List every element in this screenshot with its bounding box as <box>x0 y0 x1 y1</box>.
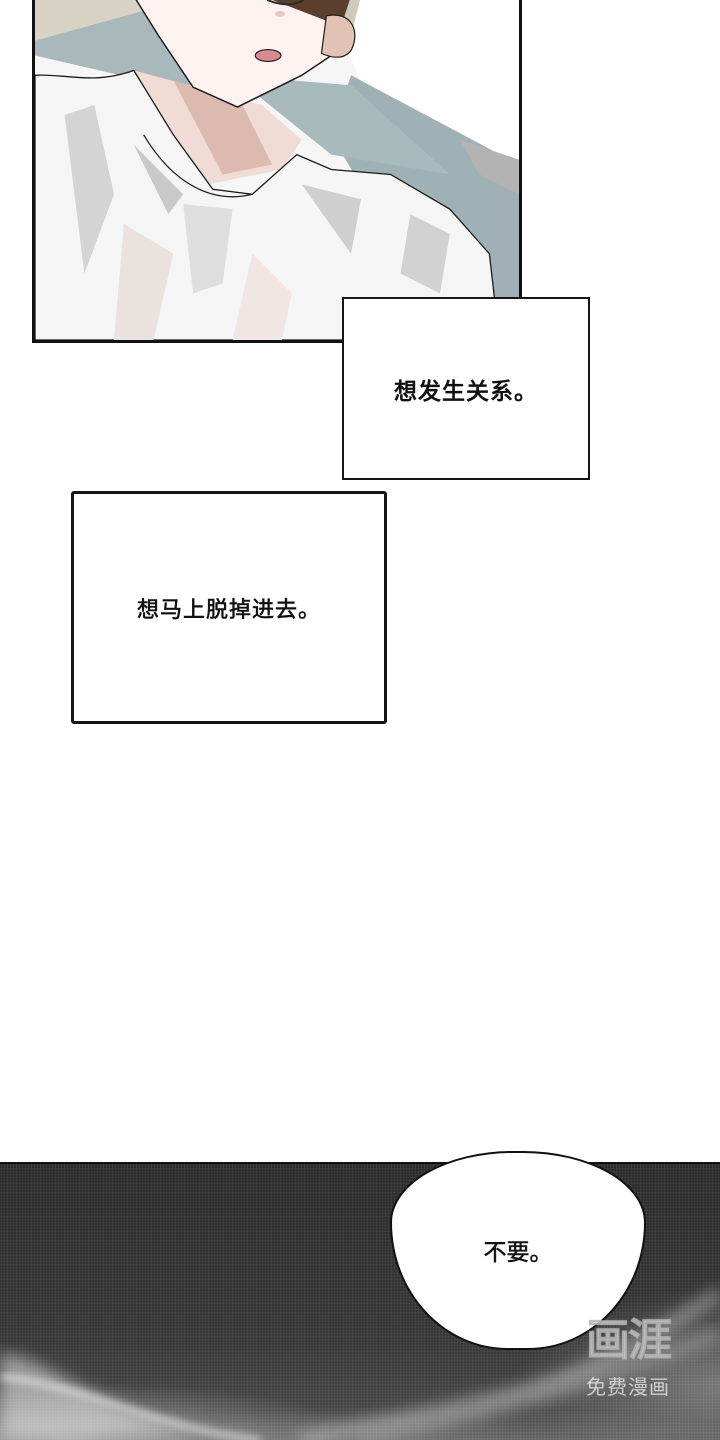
caption-box: 想发生关系。 <box>342 297 590 480</box>
dark-halftone-panel <box>0 1162 720 1440</box>
sleeping-boy-illustration <box>35 0 519 340</box>
illustration-panel-top <box>32 0 522 343</box>
smoke-wisps <box>0 1288 720 1440</box>
caption-text: 想马上脱掉进去。 <box>136 597 321 623</box>
caption-text: 想发生关系。 <box>394 378 538 405</box>
caption-box: 想马上脱掉进去。 <box>71 491 387 724</box>
speech-text: 不要。 <box>483 1240 553 1267</box>
watermark-subtitle: 免费漫画 <box>586 1375 670 1399</box>
watermark: 画涯 免费漫画 <box>566 1315 690 1416</box>
watermark-logo: 画涯 <box>586 1315 673 1366</box>
